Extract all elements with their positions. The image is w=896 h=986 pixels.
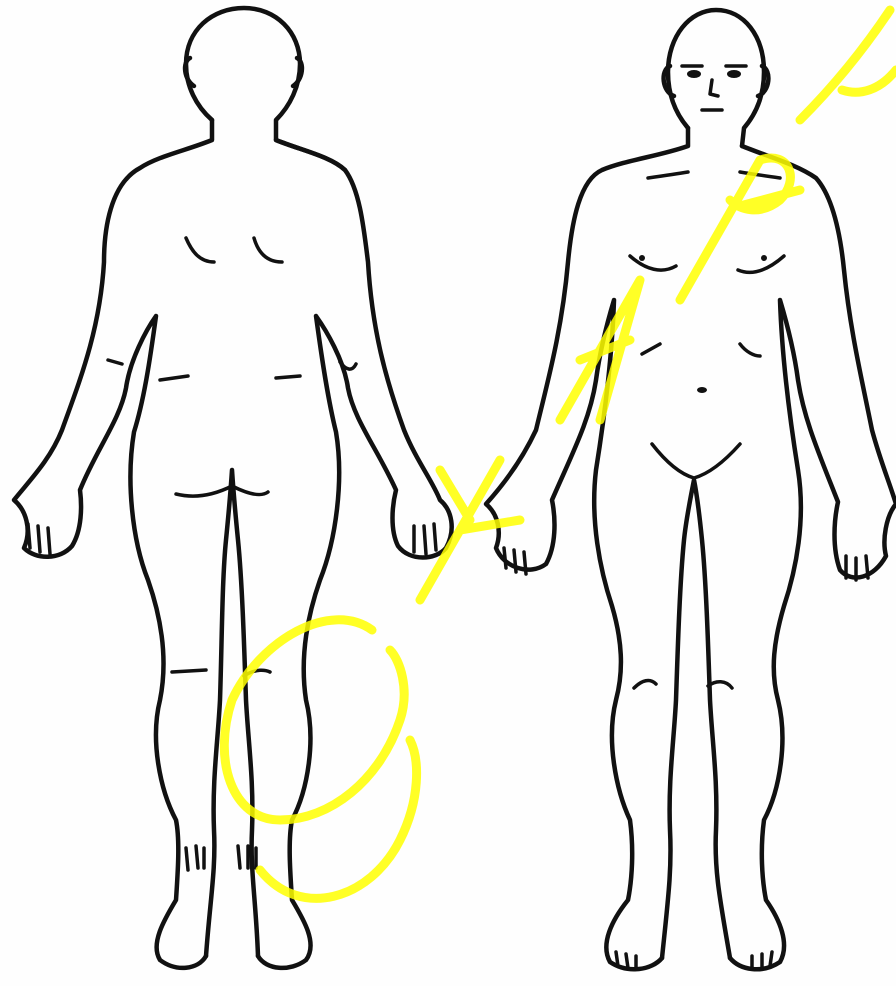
back-view-left-outline (14, 120, 212, 968)
back-view-ankle-left (186, 846, 204, 870)
back-view-hand-left (28, 524, 50, 554)
front-view-toes-right (752, 952, 772, 968)
back-view-head (186, 8, 345, 170)
front-view-left-outline (486, 128, 688, 969)
front-view-navel (697, 387, 707, 393)
back-view-right-outline (258, 140, 452, 968)
front-view-groin (652, 444, 740, 478)
back-view-buttocks (176, 486, 268, 496)
back-view-elbow-left (108, 360, 122, 364)
front-view-nipple-left (639, 255, 645, 261)
front-view-chest-left (630, 256, 676, 270)
back-view-knee-left (172, 670, 206, 672)
front-view-ribs-right (740, 344, 760, 356)
front-view-collarbone-left (648, 172, 688, 178)
back-view-figure (14, 8, 452, 968)
watermark-flourish (800, 10, 896, 120)
front-view-nose (710, 80, 718, 96)
front-view-ribs-left (642, 344, 660, 354)
front-view-head (668, 10, 764, 146)
front-view-inner-legs (662, 480, 730, 958)
front-view-right-outline (730, 146, 896, 969)
front-view-chest-right (738, 256, 784, 272)
front-view-knee-left (634, 681, 656, 688)
front-view-nipple-right (761, 255, 767, 261)
watermark-letter-r (680, 158, 800, 300)
back-view-waist-right (276, 376, 300, 378)
watermark-letter-a (560, 280, 640, 420)
back-view-hand-right (414, 524, 436, 554)
front-view-eye-left (687, 70, 701, 78)
back-view-waist-left (160, 376, 188, 380)
back-view-shoulder-blade-left (186, 238, 214, 262)
front-view-eye-right (727, 70, 741, 78)
back-view-shoulder-blade-right (254, 238, 282, 262)
front-view-figure (486, 10, 896, 969)
front-view-toes-left (616, 952, 636, 968)
